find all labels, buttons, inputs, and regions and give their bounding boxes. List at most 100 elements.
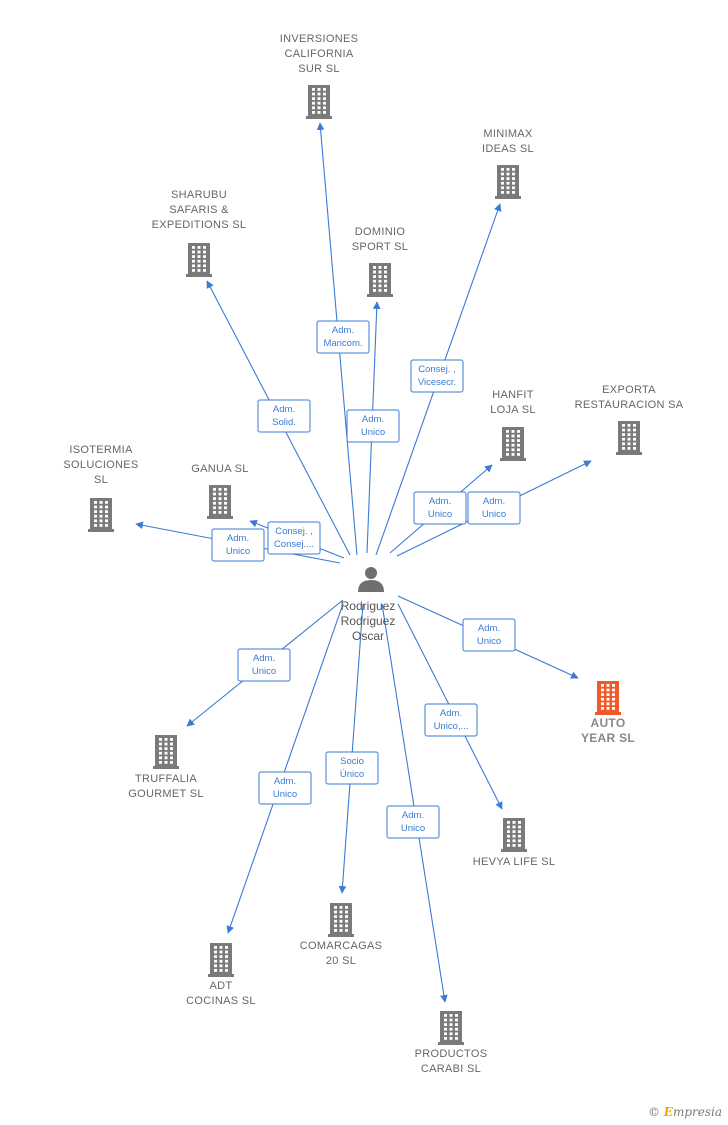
company-label-line: AUTO: [591, 716, 626, 730]
building-window: [506, 443, 509, 447]
role-badge-truffalia[interactable]: Adm.Unico: [237, 648, 291, 682]
building-icon[interactable]: [328, 903, 354, 937]
building-window: [506, 448, 509, 452]
building-icon[interactable]: [595, 681, 621, 715]
building-icon[interactable]: [306, 85, 332, 119]
building-window: [213, 492, 216, 496]
building-window: [197, 255, 201, 258]
building-window: [192, 269, 195, 272]
company-label-line: ISOTERMIA: [69, 444, 133, 456]
company-label-line: RESTAURACION SA: [575, 399, 684, 411]
building-window: [512, 821, 516, 824]
building-base: [500, 458, 526, 461]
building-window: [197, 269, 201, 272]
building-window: [170, 742, 173, 746]
building-window: [633, 424, 636, 427]
building-window: [384, 270, 387, 274]
building-window: [170, 738, 173, 741]
building-window: [378, 279, 382, 283]
building-icon[interactable]: [367, 263, 393, 297]
building-window: [512, 186, 515, 190]
building-window: [622, 437, 625, 441]
role-badge-hevya[interactable]: Adm.Unico,...: [424, 703, 478, 737]
building-window: [512, 844, 516, 847]
building-window: [627, 424, 631, 427]
building-window: [501, 177, 504, 180]
building-window: [507, 825, 510, 829]
role-badge-sharubu[interactable]: Adm.Solid.: [257, 399, 311, 433]
building-window: [501, 172, 504, 176]
role-box: [267, 521, 321, 555]
building-icon[interactable]: [208, 943, 234, 977]
building-window: [501, 186, 504, 190]
building-window: [317, 101, 321, 105]
building-window: [449, 1023, 453, 1026]
company-label-line: COCINAS SL: [186, 995, 256, 1007]
building-window: [164, 756, 168, 760]
building-window: [170, 756, 173, 760]
role-box: [211, 528, 265, 562]
building-icon[interactable]: [186, 243, 212, 277]
company-node-hevya[interactable]: HEVYA LIFE SL: [473, 818, 556, 868]
building-window: [518, 844, 521, 847]
role-badge-auto[interactable]: Adm.Unico: [462, 618, 516, 652]
company-label-line: HEVYA LIFE SL: [473, 856, 556, 868]
building-icon[interactable]: [88, 498, 114, 532]
building-window: [323, 111, 326, 114]
role-badge-minimax[interactable]: Consej. ,Vicesecr.: [410, 359, 464, 393]
building-window: [219, 950, 223, 954]
building-window: [225, 969, 228, 972]
building-window: [612, 693, 615, 696]
role-badge-inversiones[interactable]: Adm.Mancom.: [316, 320, 370, 354]
building-icon[interactable]: [616, 421, 642, 455]
building-window: [159, 738, 162, 741]
role-badge-adt[interactable]: Adm.Unico: [258, 771, 312, 805]
role-text-line: Adm.: [362, 414, 384, 425]
role-badge-ganua[interactable]: Consej. ,Consej....: [267, 521, 321, 555]
role-badge-productos[interactable]: Adm.Unico: [386, 805, 440, 839]
building-window: [334, 924, 337, 928]
building-icon[interactable]: [438, 1011, 464, 1045]
building-icon[interactable]: [153, 735, 179, 769]
building-window: [225, 946, 228, 949]
building-window: [219, 959, 223, 963]
building-window: [170, 761, 173, 764]
building-window: [512, 834, 516, 838]
building-base: [495, 196, 521, 199]
building-base: [438, 1042, 464, 1045]
building-window: [219, 955, 223, 958]
building-icon[interactable]: [495, 165, 521, 199]
company-node-ganua[interactable]: GANUA SL: [191, 463, 248, 519]
role-badge-dominio[interactable]: Adm.Unico: [346, 409, 400, 443]
building-icon[interactable]: [500, 427, 526, 461]
company-label-line: EXPORTA: [602, 384, 656, 396]
role-text-line: Adm.: [483, 496, 505, 507]
building-window: [627, 437, 631, 441]
building-window: [339, 929, 343, 932]
building-icon[interactable]: [501, 818, 527, 852]
brand-footer[interactable]: © Empresia: [648, 1105, 722, 1119]
role-badge-hanfit[interactable]: Adm.Unico: [413, 491, 467, 525]
role-badge-exporta[interactable]: Adm.Unico: [467, 491, 521, 525]
company-node-exporta[interactable]: EXPORTA RESTAURACION SA: [575, 384, 684, 455]
building-window: [511, 443, 515, 447]
company-label-line: COMARCAGAS: [300, 940, 382, 952]
company-label-line: IDEAS SL: [482, 143, 534, 155]
role-text-line: Adm.: [253, 653, 275, 664]
building-window: [218, 501, 222, 505]
building-icon[interactable]: [207, 485, 233, 519]
role-badge-isotermia[interactable]: Adm.Unico: [211, 528, 265, 562]
